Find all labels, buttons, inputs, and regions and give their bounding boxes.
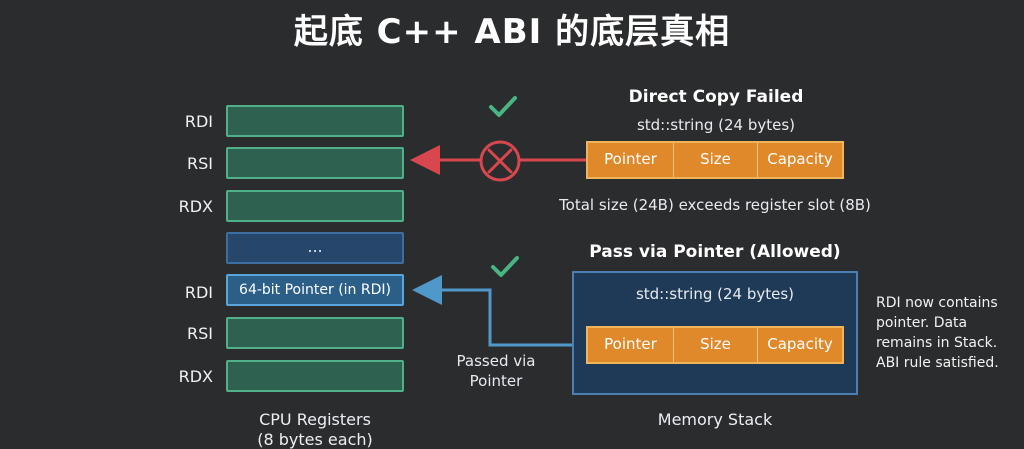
- pass-pointer-struct-label: std::string (24 bytes): [635, 285, 795, 303]
- struct-field-pointer: Pointer: [588, 143, 674, 177]
- side-note-line: RDI now contains: [876, 295, 998, 311]
- register-label-rsi-bottom: RSI: [187, 324, 213, 343]
- diagram-canvas: 起底 C++ ABI 的底层真相 RDI RSI RDX ... RDI 64-…: [178, 12, 1018, 449]
- register-slot-rdi-pointer: 64-bit Pointer (in RDI): [226, 274, 404, 306]
- passed-via-label-line1: Passed via: [456, 352, 536, 370]
- side-note: RDI now contains pointer. Data remains i…: [876, 293, 1018, 373]
- side-note-line: remains in Stack.: [876, 335, 998, 351]
- struct-field-capacity: Capacity: [767, 150, 833, 168]
- direct-copy-heading: Direct Copy Failed: [628, 87, 804, 107]
- page-title: 起底 C++ ABI 的底层真相: [293, 12, 731, 52]
- pass-pointer-heading: Pass via Pointer (Allowed): [589, 242, 841, 262]
- register-slot-ellipsis: ...: [226, 232, 404, 264]
- direct-copy-struct: Pointer Size Capacity: [586, 141, 844, 179]
- register-slot-rsi-bottom: [226, 317, 404, 349]
- register-slot-rsi: [226, 147, 404, 179]
- cpu-registers-caption: CPU Registers: [259, 410, 371, 429]
- side-note-line: pointer. Data: [876, 315, 968, 331]
- stack-struct: Pointer Size Capacity: [586, 326, 844, 364]
- register-label-rsi: RSI: [187, 154, 213, 173]
- stack-field-pointer: Pointer: [588, 328, 674, 362]
- cpu-registers-subcaption: (8 bytes each): [257, 430, 373, 449]
- register-slot-rdx: [226, 190, 404, 222]
- side-note-line: ABI rule satisfied.: [876, 355, 999, 371]
- register-label-rdx: RDX: [178, 197, 213, 216]
- register-label-rdi-pointer: RDI: [184, 283, 213, 302]
- blocked-x-icon: [479, 140, 521, 182]
- passed-via-label-line2: Pointer: [469, 372, 523, 390]
- register-label-rdi: RDI: [184, 112, 213, 131]
- register-slot-rdi: [226, 105, 404, 137]
- stack-field-capacity: Capacity: [767, 335, 833, 353]
- check-icon: [491, 256, 519, 277]
- struct-field-size: Size: [674, 143, 758, 177]
- pointer-arrow-line: [412, 275, 588, 347]
- memory-stack-caption: Memory Stack: [657, 410, 773, 429]
- stack-field-size: Size: [674, 328, 758, 362]
- register-label-rdx-bottom: RDX: [178, 367, 213, 386]
- direct-copy-struct-label: std::string (24 bytes): [636, 116, 796, 134]
- check-icon: [489, 96, 517, 117]
- register-slot-rdx-bottom: [226, 360, 404, 392]
- direct-copy-note: Total size (24B) exceeds register slot (…: [559, 196, 871, 214]
